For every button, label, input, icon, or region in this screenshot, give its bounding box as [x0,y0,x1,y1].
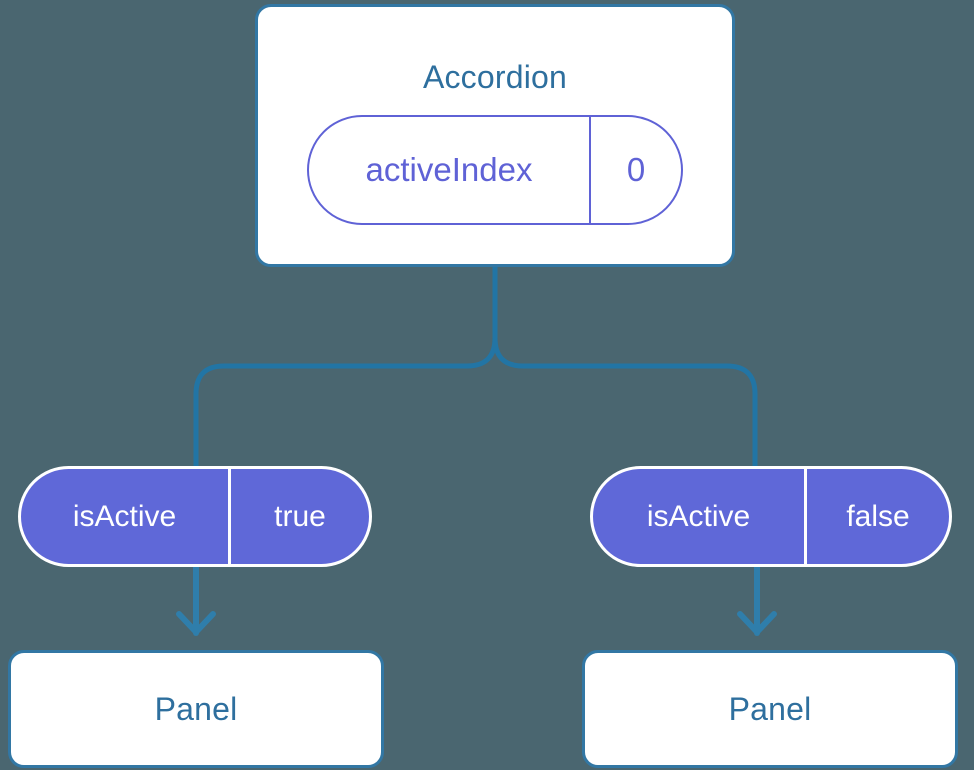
state-key-is-active-right: isActive [593,469,807,564]
arrow-right-head [737,611,777,635]
state-value-is-active-right: false [846,499,910,533]
state-value-active-index: 0 [626,151,646,188]
component-card-panel-right[interactable]: Panel [582,650,958,768]
state-pill-active-index[interactable]: activeIndex 0 [307,115,683,225]
connector-fork [193,266,498,466]
component-card-panel-left[interactable]: Panel [8,650,384,768]
arrow-left-head [176,611,216,635]
state-pill-is-active-true[interactable]: isActive true [18,466,372,567]
state-pill-is-active-false[interactable]: isActive false [590,466,952,567]
component-title-panel-left: Panel [154,691,238,727]
component-title-panel-right: Panel [728,691,812,727]
state-value-is-active-left: true [274,499,326,533]
component-title-accordion: Accordion [422,59,568,95]
state-key-is-active-left: isActive [21,469,231,564]
connector-fork-right [492,337,758,466]
state-key-active-index: activeIndex [309,117,591,223]
